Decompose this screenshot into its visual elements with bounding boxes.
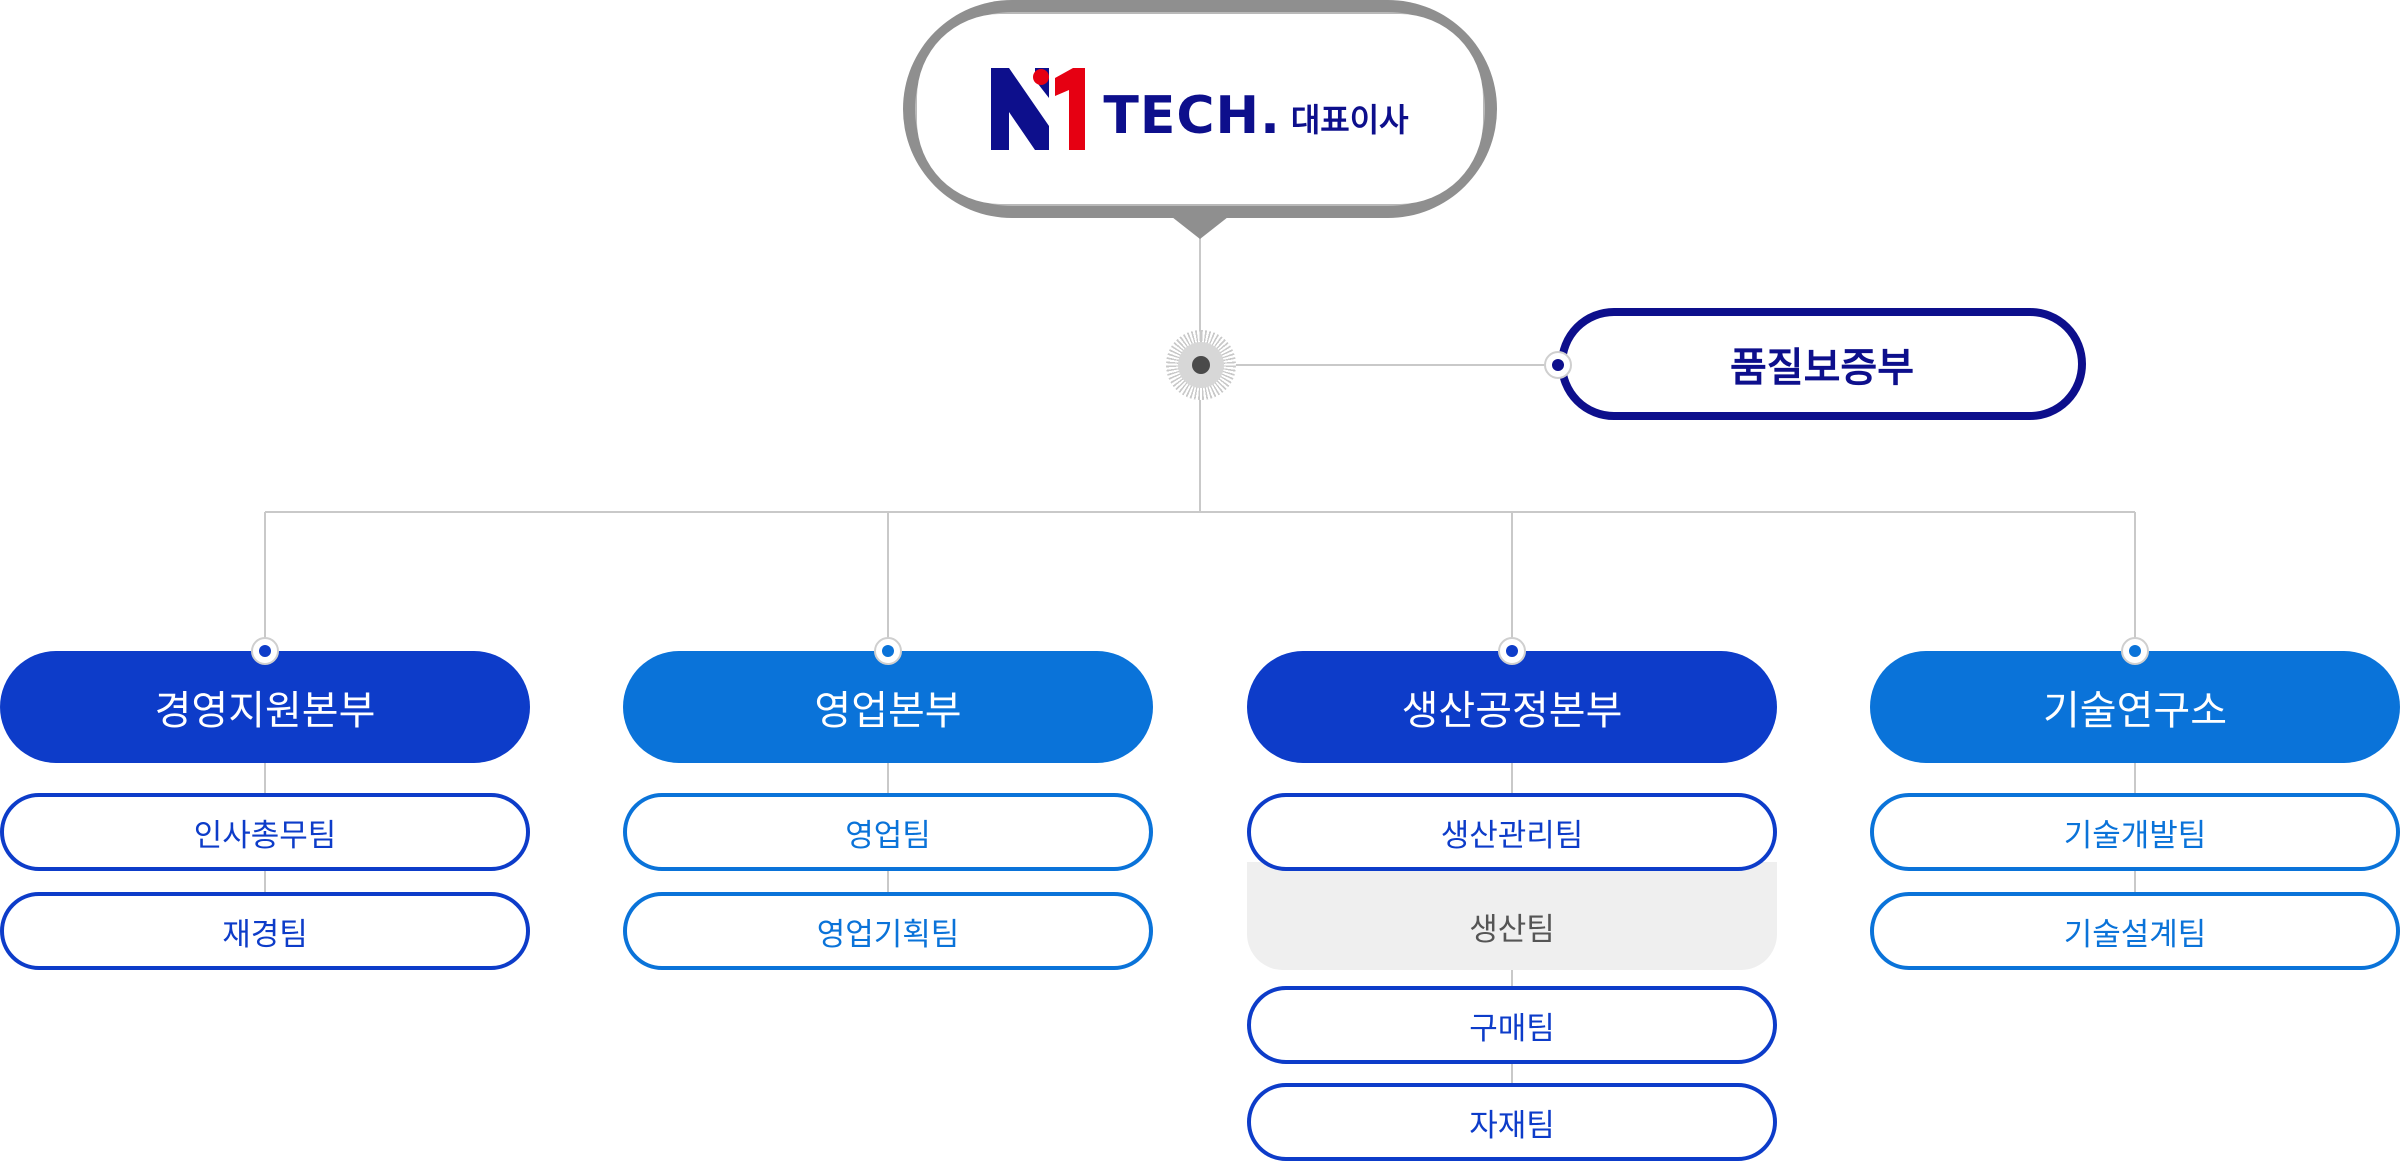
team-item: 기술설계팀: [1870, 892, 2400, 970]
team-item: 영업기획팀: [623, 892, 1153, 970]
ceo-title: 대표이사: [1290, 101, 1409, 139]
division-management-support: 경영지원본부: [0, 651, 530, 763]
team-item: 인사총무팀: [0, 793, 530, 871]
ceo-pointer: [1172, 217, 1228, 239]
division-connector-dot: [2121, 637, 2149, 665]
team-item: 기술개발팀: [1870, 793, 2400, 871]
team-item: 구매팀: [1247, 986, 1777, 1064]
hub-node-icon: [1166, 330, 1236, 400]
division-production: 생산공정본부: [1247, 651, 1777, 763]
quality-connector-dot: [1544, 351, 1572, 379]
division-connector-dot: [251, 637, 279, 665]
ceo-node: TECH. 대표이사: [903, 0, 1497, 218]
quality-dept-node: 품질보증부: [1558, 308, 2086, 420]
team-item: 자재팀: [1247, 1083, 1777, 1161]
quality-dept-label: 품질보증부: [1730, 345, 1914, 391]
team-item-highlight: 생산팀: [1247, 862, 1777, 970]
division-connector-dot: [874, 637, 902, 665]
logo-text: TECH.: [1103, 86, 1281, 146]
team-item: 영업팀: [623, 793, 1153, 871]
division-sales: 영업본부: [623, 651, 1153, 763]
team-item: 재경팀: [0, 892, 530, 970]
division-research-lab: 기술연구소: [1870, 651, 2400, 763]
n1-logo-icon: [991, 68, 1086, 150]
division-connector-dot: [1498, 637, 1526, 665]
team-item: 생산관리팀: [1247, 793, 1777, 871]
